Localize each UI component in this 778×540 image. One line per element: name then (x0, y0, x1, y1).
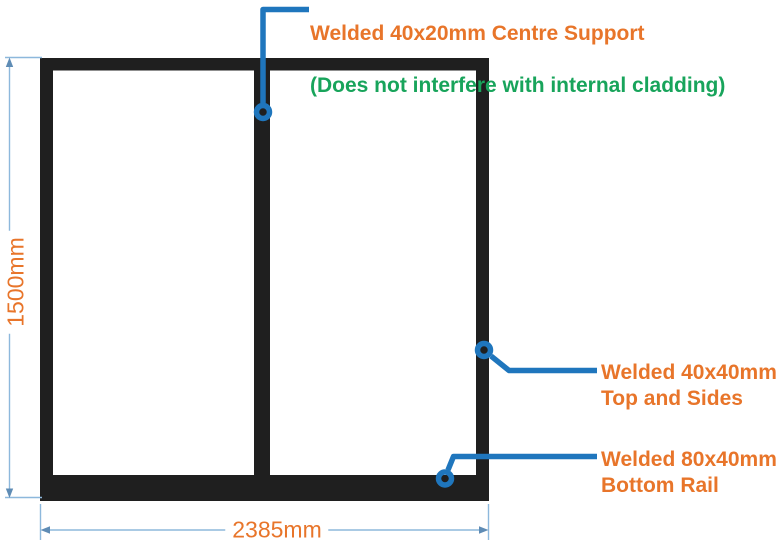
centre-support-leader (253, 6, 309, 122)
bottom-rail-weld-marker-icon (435, 469, 455, 488)
top-sides-weld-marker-icon (474, 340, 494, 360)
height-dimension-label: 1500mm (2, 230, 30, 334)
centre-support-leader-line (260, 6, 309, 103)
width-arrow-left-icon (40, 526, 50, 534)
width-dimension-label: 2385mm (225, 516, 329, 540)
centre-support-annotation-label: Welded 40x20mm Centre Support (310, 22, 645, 45)
width-arrow-right-icon (479, 526, 489, 534)
centre-support-weld-marker-icon (253, 102, 273, 122)
height-arrow-up-icon (5, 57, 14, 67)
height-arrow-down-icon (5, 488, 14, 498)
top-sides-leader-line (489, 353, 597, 374)
centre-support-annotation: Welded 40x20mm Centre Support (Does not … (310, 0, 725, 125)
gate-frame (40, 58, 489, 501)
centre-support-annotation-note: (Does not interfere with internal claddi… (310, 74, 726, 97)
top-sides-leader (474, 340, 597, 374)
top-sides-annotation: Welded 40x40mm Top and Sides (601, 361, 777, 410)
bottom-rail-leader-line (445, 453, 597, 472)
bottom-rail-leader (435, 453, 597, 488)
bottom-rail-annotation: Welded 80x40mm Bottom Rail (601, 448, 777, 497)
